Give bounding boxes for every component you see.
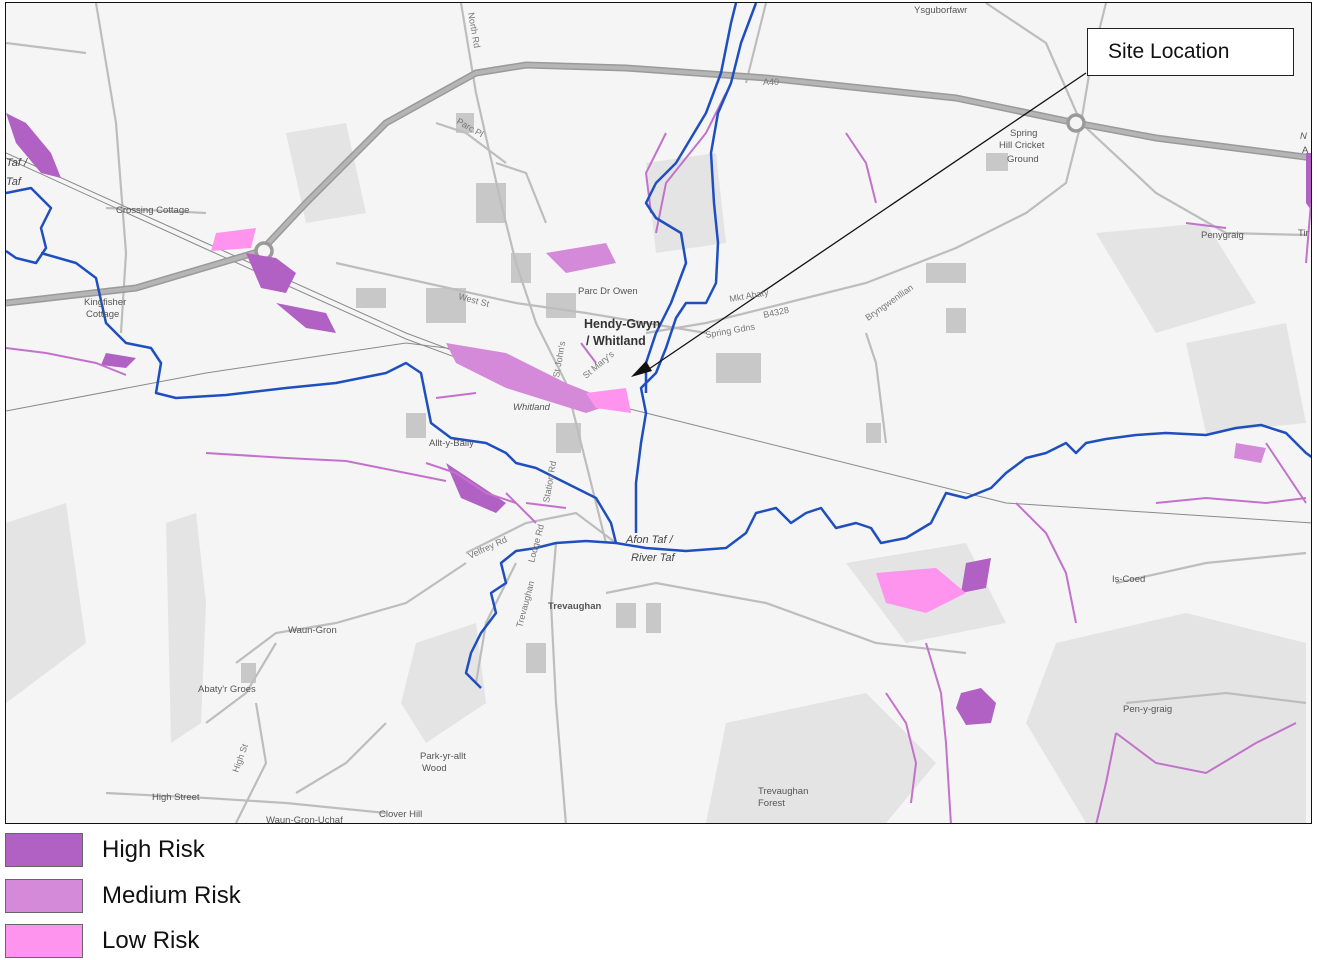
label-kingfisher-1: Kingfisher (84, 297, 126, 308)
a40-road (6, 61, 1311, 307)
label-tir: Tir (1298, 228, 1309, 239)
legend-item-high-risk: High Risk (5, 832, 205, 868)
label-allt-y-baily: Allt-y-Baily (429, 438, 474, 449)
minor-roads (6, 3, 1307, 823)
label-waun-gron: Waun-Gron (288, 625, 337, 636)
label-edge-a: A (1302, 145, 1309, 156)
label-high-street: High Street (152, 792, 200, 803)
legend-label-medium-risk: Medium Risk (102, 882, 241, 909)
label-trevaughan: Trevaughan (548, 601, 602, 612)
legend-item-low-risk: Low Risk (5, 923, 199, 959)
label-river-taf-west-2: Taf (6, 176, 22, 188)
label-park-yr-allt-1: Park-yr-allt (420, 751, 466, 762)
legend-item-medium-risk: Medium Risk (5, 878, 241, 914)
label-clover-hill: Clover Hill (379, 809, 422, 820)
label-trevaughan-forest-2: Forest (758, 798, 785, 809)
label-river-taf-west-1: Taf / (6, 157, 28, 169)
label-parc-dr-owen: Parc Dr Owen (578, 286, 638, 297)
label-abaty-r-groes: Abaty'r Groes (198, 684, 256, 695)
site-pointer (631, 72, 1087, 377)
label-kingfisher-2: Cottage (86, 309, 119, 320)
label-edge-n: N (1300, 131, 1307, 142)
label-spring-hill-2: Hill Cricket (999, 140, 1045, 151)
label-penygraig: Penygraig (1201, 230, 1244, 241)
legend-swatch-high-risk (5, 833, 83, 867)
label-spring-hill-1: Spring (1010, 128, 1037, 139)
label-waun-gron-uchaf: Waun-Gron-Uchaf (266, 815, 343, 824)
legend-label-low-risk: Low Risk (102, 927, 200, 954)
legend-label-high-risk: High Risk (102, 836, 205, 863)
site-location-callout: Site Location (1087, 28, 1294, 76)
woodland-areas (6, 123, 1306, 823)
map-canvas: Hendy-Gwyn / Whitland Whitland Trevaugha… (6, 3, 1311, 824)
label-crossing-cottage: Crossing Cottage (116, 205, 189, 216)
flood-channels (6, 92, 1311, 823)
label-road-a40: A40 (763, 77, 779, 87)
label-pen-y-graig: Pen-y-graig (1123, 704, 1172, 715)
legend-swatch-medium-risk (5, 879, 83, 913)
label-river-taf: River Taf (631, 552, 676, 564)
label-ysguborfawr: Ysguborfawr (914, 5, 967, 16)
label-park-yr-allt-2: Wood (422, 763, 447, 774)
flood-risk-map: Hendy-Gwyn / Whitland Whitland Trevaugha… (5, 2, 1312, 824)
site-location-label: Site Location (1108, 40, 1230, 63)
label-trevaughan-forest-1: Trevaughan (758, 786, 808, 797)
label-whitland-station: Whitland (513, 402, 551, 413)
flood-risk-zones (6, 113, 1311, 725)
label-is-coed: Is-Coed (1112, 574, 1145, 585)
legend-swatch-low-risk (5, 924, 83, 958)
label-spring-hill-3: Ground (1007, 154, 1039, 165)
label-whitland-town: / Whitland (586, 334, 646, 348)
river-taf (6, 3, 1311, 689)
label-hendy-gwyn: Hendy-Gwyn (584, 317, 660, 331)
building-blocks (241, 113, 1008, 683)
label-river-afon-taf: Afon Taf / (625, 534, 674, 546)
